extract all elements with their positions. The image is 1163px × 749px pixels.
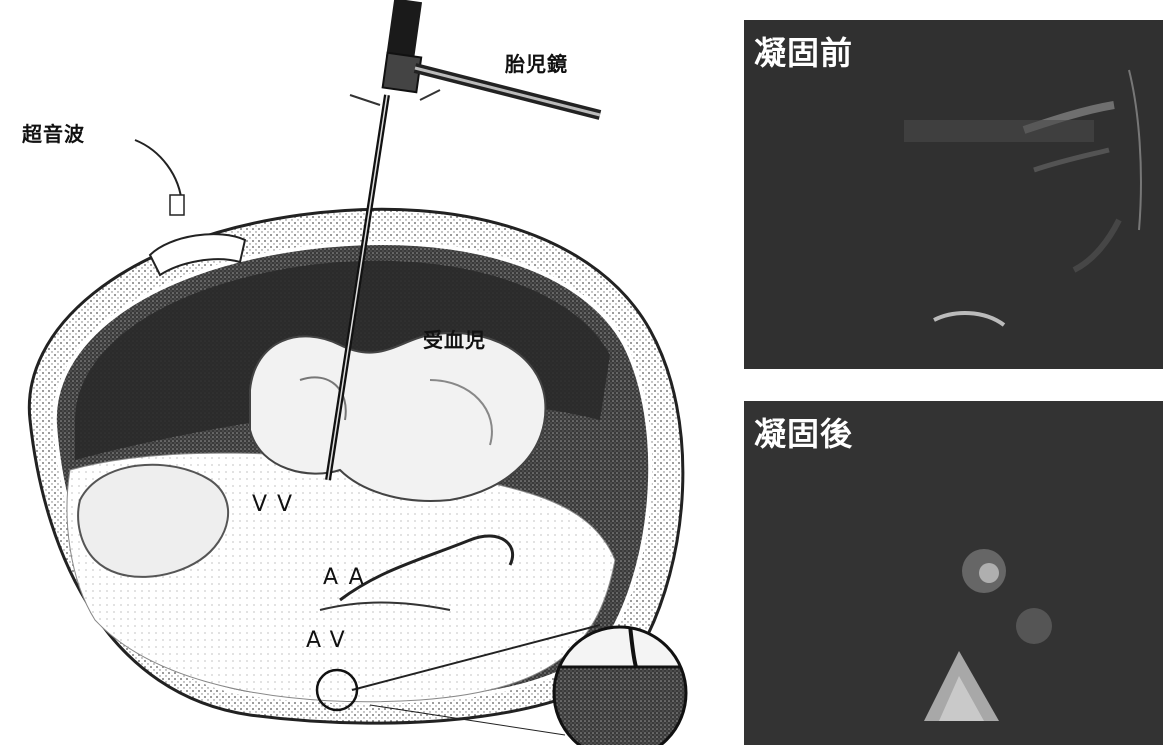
recipient-label: 受血児	[423, 324, 486, 353]
photo-before-coagulation: 凝固前	[744, 20, 1163, 369]
fetoscopic-laser-illustration: 超音波 胎児鏡 受血児 VV AA AV	[0, 0, 735, 745]
photo-after-title: 凝固後	[754, 409, 853, 455]
marker-vv: VV	[252, 492, 302, 517]
fetoscope-label: 胎児鏡	[505, 48, 568, 77]
photo-before-title: 凝固前	[754, 28, 853, 74]
photo-after-coagulation: 凝固後	[744, 401, 1163, 745]
marker-aa: AA	[323, 565, 374, 590]
illustration-drawing	[0, 0, 735, 745]
marker-av: AV	[306, 628, 355, 653]
ultrasound-label: 超音波	[22, 118, 85, 147]
